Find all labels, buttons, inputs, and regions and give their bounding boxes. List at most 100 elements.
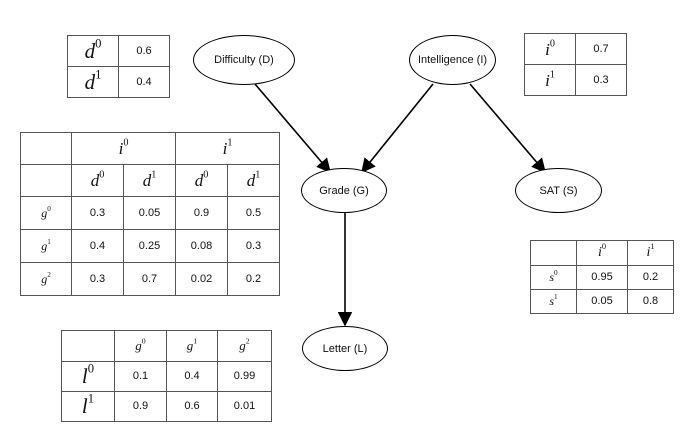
- state-index: 1: [151, 169, 157, 181]
- table-row: g1 0.4 0.25 0.08 0.3: [20, 229, 280, 263]
- state-symbol: g: [186, 338, 194, 353]
- table-row: g0 g1 g2: [61, 330, 272, 362]
- prob-cell: 0.4: [71, 229, 124, 263]
- prob-cell: 0.6: [166, 391, 218, 422]
- prob-cell: 0.02: [175, 262, 228, 296]
- state-symbol: g: [41, 238, 48, 253]
- state-symbol: s: [549, 270, 555, 284]
- prob-cell: 0.3: [71, 262, 124, 296]
- prob-cell: 0.25: [123, 229, 176, 263]
- edge-difficulty-grade: [254, 83, 331, 174]
- state-symbol: i: [545, 39, 550, 59]
- state-index: 0: [203, 169, 209, 181]
- cpt-sat: i0 i1 s0 0.95 0.2 s1 0.05 0.8: [530, 240, 674, 314]
- state-symbol: d: [246, 171, 256, 190]
- state-symbol: i: [222, 139, 228, 158]
- cpt-intelligence: i0 0.7 i1 0.3: [524, 33, 627, 96]
- prob-cell: 0.3: [575, 64, 627, 96]
- edge-intelligence-sat: [469, 83, 546, 174]
- cpt-grade: i0 i1 d0 d1 d0 d1 g0 0.3 0.05 0.9 0.5 g1…: [20, 132, 280, 296]
- state-symbol: i: [118, 139, 124, 158]
- corner-cell: [61, 330, 115, 362]
- state-cell: l0: [61, 361, 115, 392]
- prob-cell: 0.05: [576, 289, 628, 314]
- state-index: 1: [95, 66, 102, 81]
- state-index: 1: [87, 391, 95, 406]
- state-index: 0: [87, 361, 95, 376]
- table-row: l0 0.1 0.4 0.99: [61, 361, 272, 392]
- node-intelligence: Intelligence (I): [409, 35, 496, 85]
- prob-cell: 0.08: [175, 229, 228, 263]
- state-index: 1: [227, 137, 233, 149]
- table-row: i0 0.7: [524, 33, 627, 65]
- parent-header: d0: [71, 164, 124, 197]
- state-index: 0: [554, 268, 558, 277]
- state-cell: g1: [20, 229, 72, 263]
- state-index: 0: [123, 137, 129, 149]
- table-row: d0 0.6: [67, 35, 170, 67]
- state-index: 1: [193, 336, 198, 346]
- table-row: i0 i1: [20, 132, 280, 165]
- state-cell: g2: [20, 262, 72, 296]
- prob-cell: 0.01: [217, 391, 272, 422]
- cpt-difficulty: d0 0.6 d1 0.4: [67, 35, 170, 98]
- prob-cell: 0.4: [118, 66, 170, 98]
- node-grade: Grade (G): [301, 168, 387, 213]
- table-row: i0 i1: [530, 240, 674, 266]
- prob-cell: 0.9: [175, 196, 228, 230]
- state-symbol: i: [646, 245, 651, 260]
- edge-intelligence-grade: [361, 83, 434, 174]
- parent-header: d1: [123, 164, 176, 197]
- table-row: d1 0.4: [67, 66, 170, 98]
- state-index: 2: [245, 336, 250, 346]
- table-row: s0 0.95 0.2: [530, 265, 674, 290]
- parent-header: g2: [217, 330, 272, 362]
- state-symbol: g: [41, 271, 48, 286]
- state-cell: d0: [67, 35, 119, 67]
- prob-cell: 0.8: [627, 289, 674, 314]
- parent-header: g0: [114, 330, 167, 362]
- parent-header: i0: [576, 240, 628, 266]
- state-symbol: g: [41, 205, 48, 220]
- state-cell: s0: [530, 265, 577, 290]
- state-symbol: g: [239, 338, 246, 353]
- state-symbol: l: [81, 394, 88, 418]
- table-row: g0 0.3 0.05 0.9 0.5: [20, 196, 280, 230]
- prob-cell: 0.1: [114, 361, 167, 392]
- state-cell: g0: [20, 196, 72, 230]
- parent-header: g1: [166, 330, 218, 362]
- corner-cell: [20, 164, 72, 197]
- parent-header: d0: [175, 164, 228, 197]
- cpt-letter: g0 g1 g2 l0 0.1 0.4 0.99 l1 0.9 0.6 0.01: [61, 330, 272, 422]
- state-symbol: d: [142, 171, 152, 190]
- table-row: s1 0.05 0.8: [530, 289, 674, 314]
- parent-header: d1: [227, 164, 280, 197]
- prob-cell: 0.95: [576, 265, 628, 290]
- node-difficulty: Difficulty (D): [193, 35, 295, 85]
- state-index: 1: [554, 292, 558, 301]
- state-index: 1: [650, 241, 655, 251]
- state-index: 0: [47, 204, 51, 213]
- state-symbol: d: [194, 171, 204, 190]
- state-index: 0: [549, 37, 555, 49]
- prob-cell: 0.99: [217, 361, 272, 392]
- prob-cell: 0.4: [166, 361, 218, 392]
- state-index: 1: [47, 237, 51, 246]
- prob-cell: 0.3: [227, 229, 280, 263]
- prob-cell: 0.5: [227, 196, 280, 230]
- state-index: 2: [47, 270, 51, 279]
- table-row: d0 d1 d0 d1: [20, 164, 280, 197]
- corner-cell: [530, 240, 577, 266]
- node-sat: SAT (S): [515, 168, 602, 213]
- state-index: 1: [549, 68, 555, 80]
- corner-cell: [20, 132, 72, 165]
- state-cell: i0: [524, 33, 576, 65]
- parent-header: i1: [175, 132, 280, 165]
- state-cell: d1: [67, 66, 119, 98]
- state-symbol: g: [135, 338, 142, 353]
- state-index: 0: [141, 336, 146, 346]
- state-symbol: i: [545, 70, 550, 90]
- table-row: l1 0.9 0.6 0.01: [61, 391, 272, 422]
- state-symbol: d: [84, 69, 96, 94]
